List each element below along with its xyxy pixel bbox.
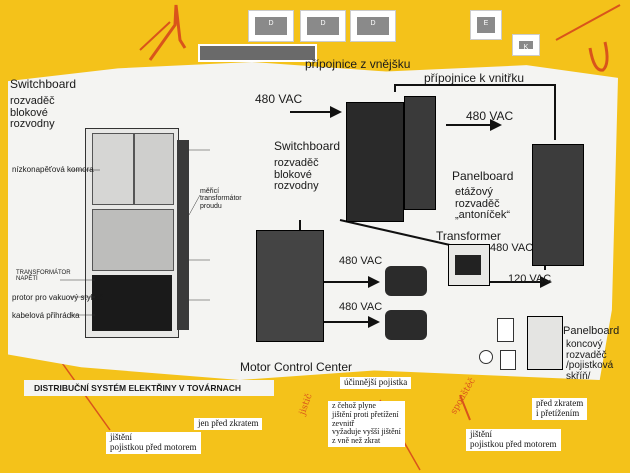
transformer-title: Transformer bbox=[436, 229, 501, 243]
switchboard-left-side bbox=[177, 140, 189, 330]
footer-title: DISTRIBUČNÍ SYSTÉM ELEKTŘINY V TOVÁRNACH bbox=[34, 383, 242, 393]
mcc-cabinet bbox=[256, 230, 324, 342]
callout-current-transformer: měřicí transformátor proudu bbox=[200, 188, 242, 210]
switchboard-mid-side bbox=[404, 96, 436, 210]
note-motor-fuse-1: jištění pojistkou před motorem bbox=[106, 432, 201, 454]
top-card-5: K bbox=[512, 34, 540, 56]
panelboard2-box bbox=[527, 316, 563, 370]
switchboard-left-cz: rozvaděč blokové rozvodny bbox=[10, 95, 55, 131]
top-card-4: E bbox=[470, 10, 502, 40]
note-motor-fuse-2: jištění pojistkou před motorem bbox=[466, 429, 561, 451]
note-short-circuit-only: jen před zkratem bbox=[194, 418, 263, 430]
label-strip bbox=[198, 44, 317, 62]
note-short-and-overload: před zkratem i přetížením bbox=[532, 398, 588, 420]
note-overload-explanation: z čehož plyne jištění proti přetížení ze… bbox=[328, 401, 405, 447]
outlet-icon bbox=[497, 318, 514, 342]
panelboard2-title: Panelboard bbox=[563, 325, 620, 337]
lamp-icon bbox=[479, 350, 493, 364]
panelboard-cz: etážový rozvaděč „antoníček“ bbox=[455, 186, 511, 222]
switchboard-mid-cabinet bbox=[346, 102, 404, 222]
voltage-480-top: 480 VAC bbox=[255, 92, 303, 106]
switchboard-mid-cz: rozvaděč blokové rozvodny bbox=[274, 157, 319, 193]
footer-title-bg bbox=[24, 380, 274, 396]
switchboard-left-title: Switchboard bbox=[10, 77, 77, 91]
switch-icon bbox=[500, 350, 516, 370]
voltage-480-transformer: 480 VAC bbox=[490, 242, 534, 254]
voltage-480-right: 480 VAC bbox=[466, 109, 514, 123]
callout-voltage-transformer: TRANSFORMÁTOR NAPĚTÍ bbox=[16, 270, 71, 283]
top-card-1: D bbox=[248, 10, 294, 42]
mcc-title: Motor Control Center bbox=[240, 360, 353, 374]
panelboard-title: Panelboard bbox=[452, 169, 514, 183]
panelboard-cabinet bbox=[532, 144, 584, 266]
voltage-120: 120 VAC bbox=[508, 273, 552, 285]
switchboard-left-cabinet bbox=[85, 128, 179, 338]
motor-1 bbox=[385, 266, 427, 296]
motor-2 bbox=[385, 310, 427, 340]
switchboard-mid-title: Switchboard bbox=[274, 139, 341, 153]
callout-vacuum-contactor: protor pro vakuový stykač bbox=[12, 293, 104, 302]
voltage-480-motor2: 480 VAC bbox=[339, 301, 383, 313]
voltage-480-motor1: 480 VAC bbox=[339, 255, 383, 267]
top-card-3: D bbox=[350, 10, 396, 42]
callout-lv-compartment: nízkonapěťová komora bbox=[12, 165, 94, 174]
top-card-2: D bbox=[300, 10, 346, 42]
panelboard2-cz: koncový rozvaděč /pojistková skříň/ bbox=[566, 339, 614, 382]
transformer-box bbox=[448, 244, 490, 286]
callout-cable-compartment: kabelová přihrádka bbox=[12, 311, 80, 320]
outgoing-bus-label: přípojnice k vnitřku bbox=[424, 71, 525, 85]
note-better-fuse: účinnější pojistka bbox=[340, 377, 412, 389]
incoming-bus-label: přípojnice z vnějšku bbox=[305, 57, 411, 71]
